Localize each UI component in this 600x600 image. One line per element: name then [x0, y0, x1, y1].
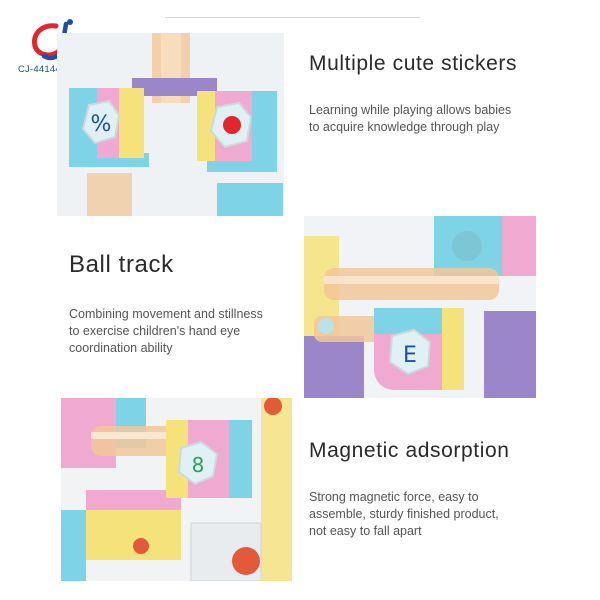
top-divider — [165, 17, 420, 18]
sticker-tiles-photo: % — [57, 33, 284, 216]
sticker-symbol-2: E — [403, 343, 417, 368]
section-desc-stickers: Learning while playing allows babies to … — [309, 103, 512, 134]
section-desc-ball-track: Combining movement and stillness to exer… — [69, 307, 263, 355]
section-title-stickers: Multiple cute stickers — [309, 52, 518, 75]
magnetic-tiles-photo: 8 — [61, 398, 292, 581]
sticker-symbol-3: 8 — [192, 453, 205, 477]
section-title-ball-track: Ball track — [69, 251, 174, 278]
rooster-sticker-icon — [223, 116, 241, 134]
ball-track-photo: E — [304, 216, 536, 398]
product-code: CJ-4414431 — [18, 64, 72, 75]
sticker-symbol-1: % — [91, 112, 112, 137]
section-desc-magnetic: Strong magnetic force, easy to assemble,… — [309, 490, 499, 538]
section-title-magnetic: Magnetic adsorption — [309, 439, 510, 462]
